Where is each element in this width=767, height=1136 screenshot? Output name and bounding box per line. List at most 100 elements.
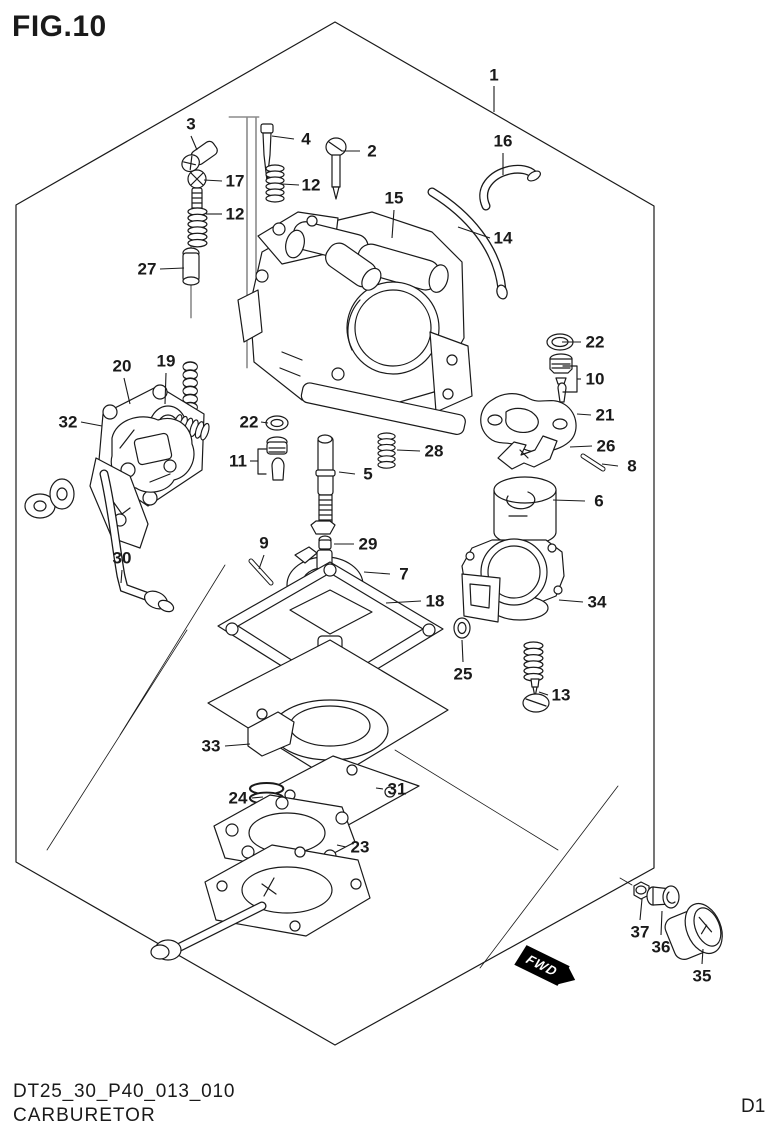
leader-line-36	[660, 910, 663, 936]
leader-lines-layer	[80, 86, 704, 965]
callout-36: 36	[651, 937, 671, 957]
carburetor-main-body	[237, 211, 473, 436]
figure-title: FIG.10	[12, 10, 107, 43]
leader-line-3	[190, 135, 198, 151]
callout-13: 13	[551, 685, 571, 705]
leader-line-12	[281, 183, 300, 186]
fuel-hose-16	[479, 164, 538, 211]
leader-line-4	[271, 135, 295, 140]
leader-line-17	[203, 179, 223, 182]
float-pin-29	[318, 535, 332, 550]
callout-1: 1	[489, 65, 499, 85]
leader-line-34	[558, 599, 584, 603]
screw-3	[181, 140, 218, 173]
callout-32: 32	[58, 412, 78, 432]
callout-12: 12	[225, 204, 245, 224]
leader-line-35	[701, 948, 704, 965]
plug-27	[182, 247, 200, 286]
leader-line-5	[338, 471, 356, 475]
callout-37: 37	[630, 922, 650, 942]
pump-body-20	[110, 416, 195, 493]
leader-line-37	[639, 898, 643, 921]
spring-28	[377, 432, 396, 469]
callout-34: 34	[587, 592, 607, 612]
leader-line-9	[258, 554, 265, 570]
leader-line-7	[363, 571, 391, 575]
needle-screw-4	[260, 123, 274, 182]
float-cup-6	[493, 476, 557, 546]
leader-line-21	[576, 413, 592, 416]
callout-21: 21	[595, 405, 615, 425]
callout-31: 31	[387, 779, 407, 799]
plunger-11	[266, 436, 288, 481]
callout-25: 25	[453, 664, 473, 684]
callout-5: 5	[363, 464, 373, 484]
callout-23: 23	[350, 837, 370, 857]
leader-line-18	[385, 600, 422, 604]
callout-15: 15	[384, 188, 404, 208]
leader-line-32	[80, 421, 103, 427]
callout-16: 16	[493, 131, 513, 151]
leader-line-30	[120, 569, 123, 584]
spring-12-lower	[187, 207, 208, 248]
callout-24: 24	[228, 788, 248, 808]
pump-rod	[150, 901, 267, 961]
leader-line-24	[251, 796, 264, 799]
callout-9: 9	[259, 533, 269, 553]
gasket-21	[480, 393, 577, 453]
callout-14: 14	[493, 228, 513, 248]
leader-line-6	[552, 499, 586, 502]
callout-18: 18	[425, 591, 445, 611]
grommet-36	[646, 885, 680, 909]
callout-7: 7	[399, 564, 409, 584]
callout-30: 30	[112, 548, 132, 568]
leader-line-20	[123, 377, 131, 405]
fuel-hose-16-inner	[480, 166, 537, 210]
washers	[24, 478, 75, 519]
leader-line-13	[538, 691, 549, 696]
leader-line-27	[159, 267, 185, 270]
leader-line-8	[601, 463, 619, 467]
callout-2: 2	[367, 141, 377, 161]
page-reference: D1	[741, 1096, 766, 1117]
footer-part-code: DT25_30_P40_013_010	[13, 1081, 236, 1102]
leader-line-23	[336, 844, 347, 848]
o-ring-22-left	[265, 415, 289, 431]
callout-4: 4	[301, 129, 311, 149]
diagram-border	[15, 21, 655, 1046]
carburetor-cover-34	[461, 538, 565, 623]
leader-line-15	[391, 209, 395, 239]
callout-27: 27	[137, 259, 157, 279]
callout-33: 33	[201, 736, 221, 756]
footer-caption: CARBURETOR	[13, 1105, 156, 1126]
callout-8: 8	[627, 456, 637, 476]
fuel-hose-14-inner	[428, 188, 506, 294]
needle-jet-5	[310, 434, 336, 535]
callout-28: 28	[424, 441, 444, 461]
screw-13	[522, 678, 550, 713]
leader-line-28	[396, 449, 421, 452]
pin-9	[248, 558, 274, 586]
leader-line-22	[260, 421, 269, 424]
hose-16-end	[527, 170, 541, 182]
spring-12-upper	[265, 164, 285, 203]
callout-26: 26	[596, 436, 616, 456]
screw-2	[325, 137, 347, 200]
callout-6: 6	[594, 491, 604, 511]
callout-22: 22	[239, 412, 259, 432]
leader-line-14	[457, 226, 491, 239]
leader-line-25	[461, 639, 464, 663]
knob-35	[664, 902, 723, 960]
callout-35: 35	[692, 966, 712, 986]
callout-10: 10	[585, 369, 605, 389]
callout-29: 29	[358, 534, 378, 554]
nut-37	[633, 881, 650, 900]
callout-3: 3	[186, 114, 196, 134]
spring-13	[523, 641, 544, 682]
callout-bracket-11	[257, 448, 267, 475]
tube-15	[325, 242, 382, 291]
clip-26	[497, 435, 558, 470]
callout-17: 17	[225, 171, 245, 191]
